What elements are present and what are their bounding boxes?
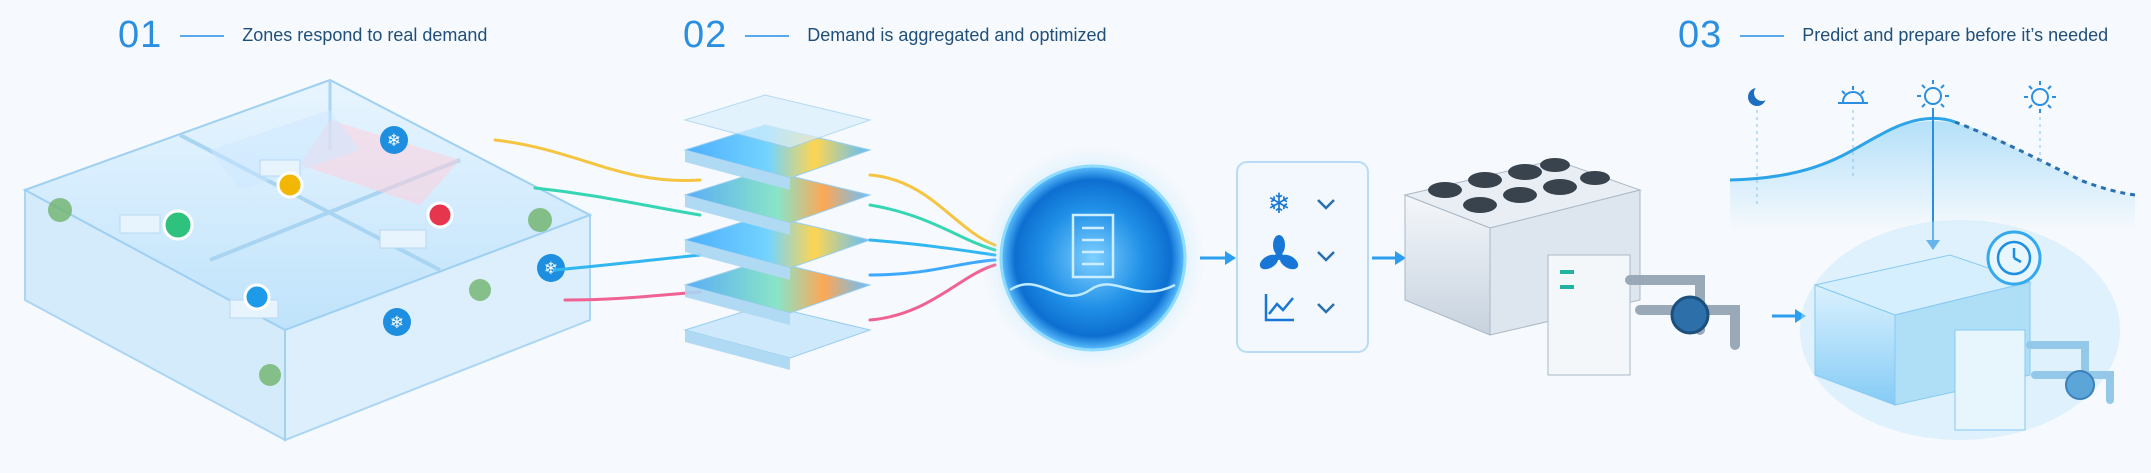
building-floorplan	[22, 78, 593, 442]
fan-icon	[1259, 235, 1299, 270]
step-caption: Predict and prepare before it’s needed	[1802, 25, 2109, 45]
forecast-curve	[1729, 110, 2136, 250]
chevron-down-icon	[1317, 251, 1335, 262]
sunrise-icon	[1838, 86, 1868, 104]
step-1-header: 01 Zones respond to real demand	[118, 14, 487, 57]
preconditioned-chiller	[1800, 220, 2120, 440]
zone-sensor-green	[162, 209, 194, 241]
trend-chart-icon	[1264, 294, 1294, 322]
zone-sensor-red	[426, 201, 454, 229]
svg-text:❄: ❄	[390, 313, 404, 333]
arrow-right-icon	[1200, 251, 1236, 265]
control-row-fan[interactable]	[1257, 235, 1335, 272]
snowflake-icon: ❄	[1267, 187, 1290, 220]
chevron-down-icon	[1317, 199, 1335, 210]
svg-text:❄: ❄	[544, 259, 558, 279]
step-3-header: 03 Predict and prepare before it’s neede…	[1678, 14, 2108, 57]
snowflake-icon: ❄	[383, 308, 411, 336]
chiller-plant	[1403, 158, 1740, 376]
control-row-cooling[interactable]: ❄	[1267, 187, 1335, 220]
moon-icon	[1748, 85, 1770, 106]
sun-icon	[1917, 80, 1949, 112]
arrow-right-icon	[1772, 309, 1806, 323]
svg-text:❄: ❄	[387, 131, 401, 151]
sun-icon	[2024, 81, 2056, 113]
snowflake-icon: ❄	[380, 126, 408, 154]
step-number: 02	[683, 14, 728, 56]
divider	[745, 34, 790, 37]
data-layer-stack	[683, 94, 872, 370]
divider	[1740, 34, 1785, 37]
aggregation-flow-lines	[868, 173, 997, 322]
building-icon	[1071, 213, 1115, 279]
step-number: 01	[118, 14, 163, 56]
snowflake-icon: ❄	[537, 254, 565, 282]
zone-sensor-blue	[243, 283, 271, 311]
step-caption: Zones respond to real demand	[242, 25, 488, 45]
divider	[180, 34, 225, 37]
chevron-down-icon	[1317, 303, 1335, 314]
step-2-header: 02 Demand is aggregated and optimized	[683, 14, 1106, 57]
arrow-right-icon	[1372, 251, 1406, 265]
zone-sensor-yellow	[276, 171, 304, 199]
fan-array	[1428, 158, 1610, 213]
control-panel: ❄	[1236, 161, 1369, 353]
step-number: 03	[1678, 14, 1723, 56]
clock-icon	[1986, 230, 2042, 286]
optimizer-core	[981, 146, 1205, 370]
control-row-trend[interactable]	[1264, 294, 1335, 322]
step-caption: Demand is aggregated and optimized	[807, 25, 1107, 45]
